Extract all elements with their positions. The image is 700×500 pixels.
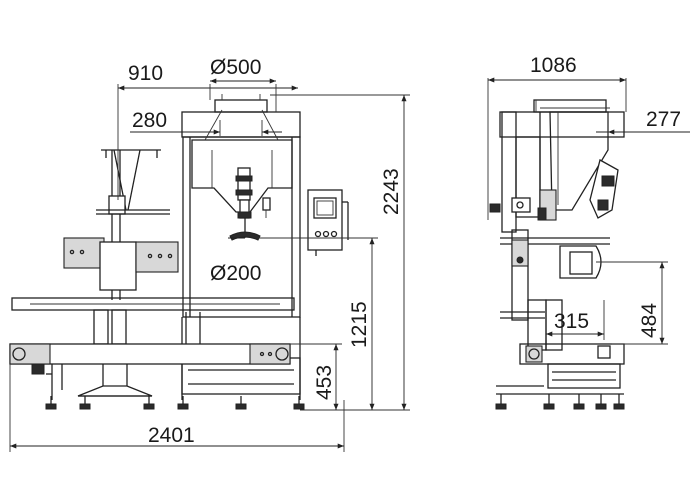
dim-offset-910: 910 [128, 62, 163, 85]
dim-inner-280: 280 [132, 109, 167, 132]
side-feet [495, 394, 625, 410]
dim-conveyor-height: 453 [313, 365, 336, 400]
front-view [9, 94, 349, 410]
side-view [489, 99, 625, 410]
front-feeder [229, 167, 271, 241]
dim-total-height: 2243 [380, 168, 403, 215]
dim-outlet-diameter: Ø200 [210, 262, 261, 285]
front-dimensions: 910 Ø500 280 Ø200 2401 2243 1215 453 [9, 56, 410, 452]
dim-side-484: 484 [638, 303, 661, 338]
dim-outlet-height: 1215 [348, 301, 371, 348]
front-feet [45, 396, 305, 410]
dim-side-width: 1086 [530, 54, 577, 77]
dim-side-315: 315 [554, 310, 589, 333]
front-frame [181, 94, 301, 400]
bag-platform [11, 297, 295, 345]
dim-total-width: 2401 [148, 424, 195, 447]
side-motor [489, 159, 619, 221]
side-conveyor [496, 343, 625, 395]
side-dimensions: 1086 277 484 315 [487, 54, 690, 345]
bag-clamp-stand [63, 149, 179, 300]
control-panel [307, 189, 349, 256]
conveyor [9, 343, 291, 400]
pedestal [77, 364, 153, 397]
side-column [500, 229, 610, 321]
side-platform [500, 299, 563, 351]
dim-side-277: 277 [646, 108, 681, 131]
dim-inlet-diameter: Ø500 [210, 56, 261, 79]
